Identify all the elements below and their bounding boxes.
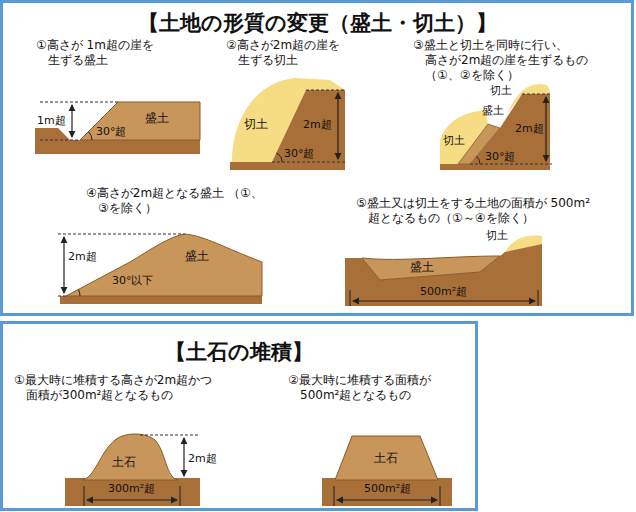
- embankment-figure: [58, 234, 262, 304]
- pile-area-figure: [322, 436, 452, 506]
- cut-cliff-figure: [230, 78, 345, 170]
- dimension-label: 2m超: [188, 452, 217, 465]
- caption: ②高さが2m超の崖を 生ずる切土: [226, 38, 388, 68]
- area-figure: [345, 236, 542, 306]
- fill-cliff-figure: [35, 102, 200, 154]
- dimension-label: 1m超: [37, 114, 66, 127]
- cut-cliff-figure-part: [272, 90, 345, 162]
- pile-figure-part: [183, 438, 184, 476]
- material-label: 盛土: [145, 112, 169, 125]
- area-figure-part: [362, 256, 500, 280]
- dimension-label: 2m超: [515, 122, 544, 135]
- pile-figure-part: [65, 478, 200, 506]
- pile-figure-part: [140, 435, 198, 436]
- caption: ②最大時に堆積する面積が 500m²超となるもの: [288, 373, 470, 403]
- dimension-label: 500m²超: [420, 285, 467, 298]
- dimension-label: 切土: [490, 84, 512, 97]
- dimension-label: 30°以下: [112, 274, 154, 287]
- embankment-figure-part: [78, 289, 80, 296]
- pile-figure-part: [82, 434, 178, 480]
- dimension-label: 30°超: [284, 147, 315, 160]
- fill-cliff-figure-part: [80, 102, 200, 140]
- pile-area-figure-part: [322, 478, 452, 506]
- material-label: 土石: [374, 452, 398, 465]
- pile-area-figure-part: [337, 499, 437, 500]
- pile-area-figure-part: [335, 436, 438, 480]
- dimension-label: 盛土: [482, 104, 504, 117]
- fill-and-cut-figure-part: [470, 94, 552, 164]
- dimension-label: 500m²超: [364, 482, 411, 495]
- dimension-label: 切土: [443, 134, 465, 147]
- cut-cliff-figure-part: [337, 93, 338, 159]
- fill-and-cut-figure-part: [545, 97, 546, 161]
- dimension-label: 30°超: [96, 125, 127, 138]
- material-label: 土石: [112, 456, 136, 469]
- caption: ③盛土と切土を同時に行い、 高さが2m超の崖を生ずるもの （①、②を除く）: [413, 38, 605, 83]
- panel-title: 【土石の堆積】: [3, 338, 475, 366]
- cut-cliff-figure-part: [276, 153, 282, 162]
- dimension-label: 2m超: [303, 118, 332, 131]
- fill-cliff-figure-part: [89, 132, 93, 141]
- caption: ①高さが 1m超の崖を 生ずる盛土: [36, 38, 198, 68]
- fill-cliff-figure-part: [71, 105, 72, 137]
- embankment-figure-part: [66, 234, 262, 296]
- fill-and-cut-figure-part: [476, 156, 480, 164]
- fill-and-cut-figure: [440, 84, 552, 170]
- cut-cliff-figure-part: [230, 90, 345, 170]
- dimension-label: 2m超: [68, 250, 97, 263]
- dimension-label: 切土: [486, 229, 508, 242]
- dimension-label: 30°超: [485, 150, 516, 163]
- dimension-label: 300m²超: [108, 482, 155, 495]
- embankment-figure-part: [58, 234, 185, 296]
- panel-title: 【土地の形質の変更（盛土・切土）】: [3, 9, 631, 37]
- pile-figure-part: [87, 499, 177, 500]
- area-figure-part: [353, 300, 535, 301]
- area-figure-part: [345, 244, 542, 306]
- caption: ④高さが2m超となる盛土 （①、③を除く）: [86, 186, 273, 216]
- fill-and-cut-figure-part: [440, 94, 550, 170]
- embankment-figure-part: [63, 237, 64, 293]
- caption: ①最大時に堆積する高さが2m超かつ 面積が300m²超となるもの: [14, 373, 241, 403]
- pile-figure: [65, 434, 200, 506]
- caption: ⑤盛土又は切土をする土地の面積が 500m² 超となるもの（①～④を除く）: [356, 196, 590, 226]
- embankment-figure-part: [60, 296, 262, 304]
- material-label: 盛土: [410, 261, 434, 274]
- material-label: 切土: [244, 118, 268, 131]
- material-label: 盛土: [185, 250, 209, 263]
